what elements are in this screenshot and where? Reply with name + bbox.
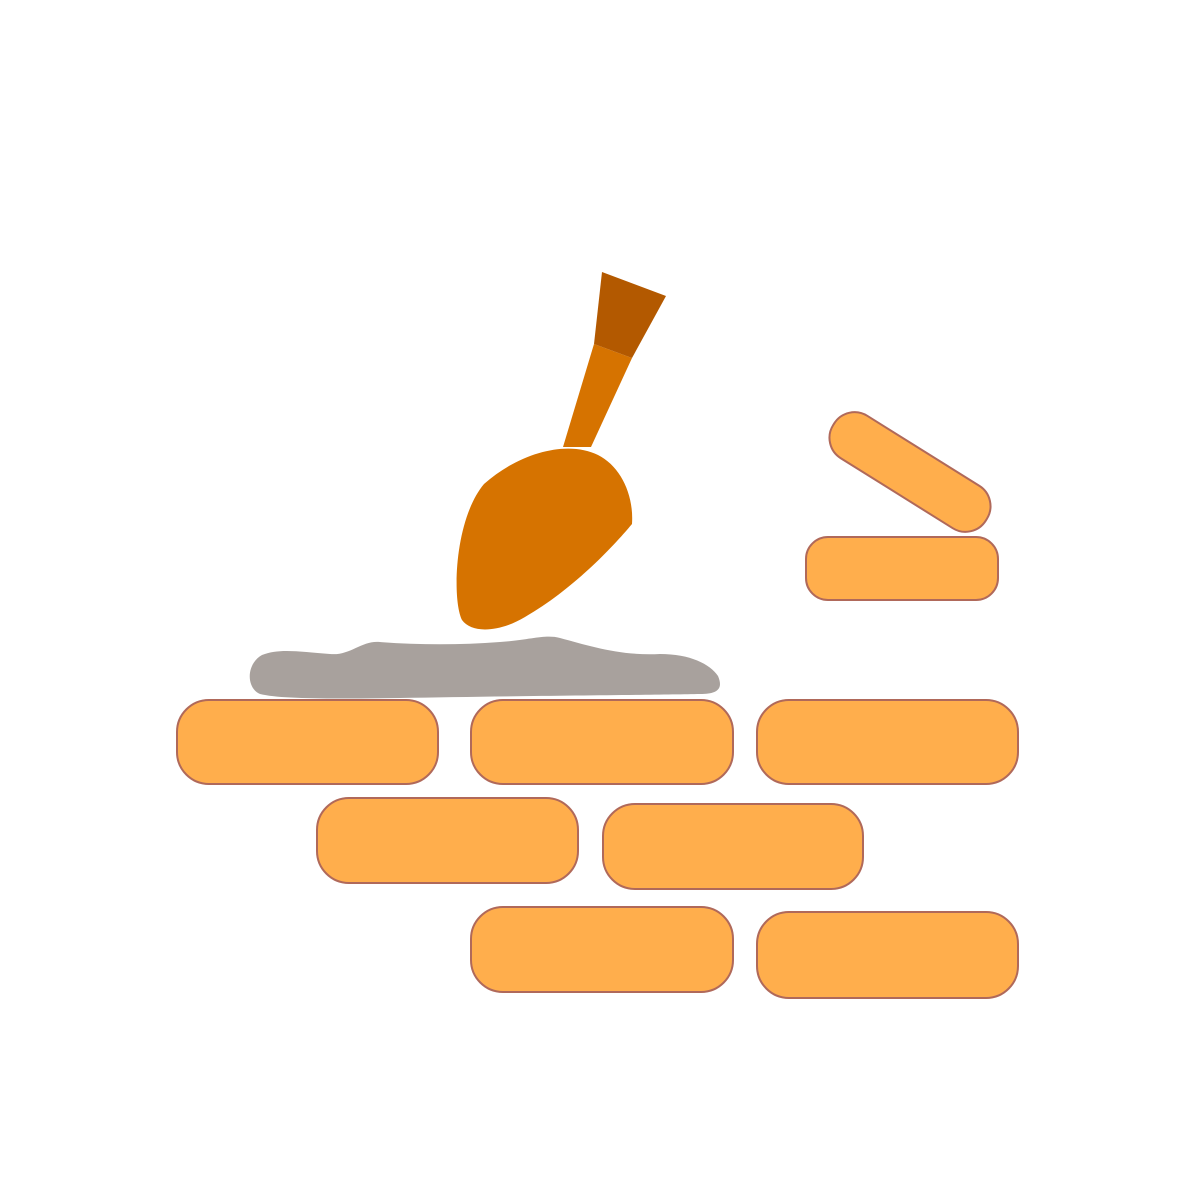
brick [756, 911, 1019, 999]
trowel-ferrule [594, 272, 666, 358]
brick [470, 699, 734, 785]
loose-bricks-icon [805, 411, 999, 601]
trowel-icon [456, 272, 666, 630]
mortar-icon [249, 636, 720, 699]
brick [316, 797, 579, 884]
trowel-handle [563, 344, 632, 447]
brick [805, 536, 999, 601]
brick [756, 699, 1019, 785]
brick [176, 699, 439, 785]
tilted-brick [828, 411, 992, 533]
brick [602, 803, 864, 890]
trowel-blade [456, 448, 633, 630]
brick-wall-icon [176, 699, 1019, 999]
brick [470, 906, 734, 993]
